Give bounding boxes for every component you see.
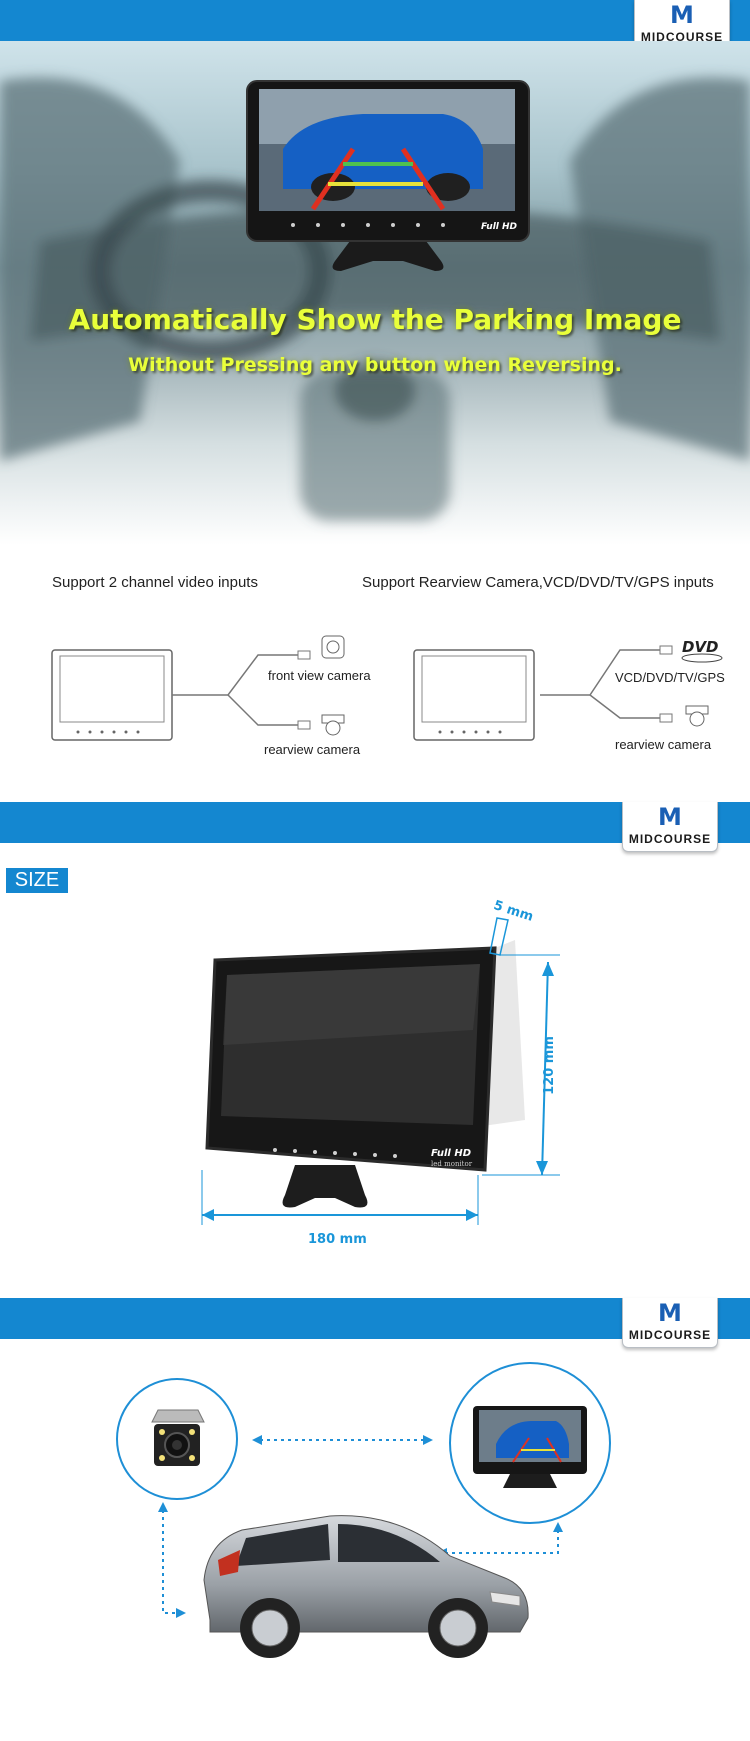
width-dimension: 180 mm bbox=[308, 1232, 367, 1247]
logo-letter: M bbox=[670, 1, 694, 29]
car-icon bbox=[203, 1515, 529, 1658]
dvd-icon: DVD bbox=[682, 638, 719, 656]
monitor-icon bbox=[473, 1406, 587, 1488]
right-input-title: Support Rearview Camera,VCD/DVD/TV/GPS i… bbox=[362, 574, 714, 591]
camera-icon bbox=[685, 705, 709, 727]
camera-icon bbox=[321, 714, 345, 736]
height-dimension: 120 mm bbox=[541, 1036, 557, 1095]
monitor-circle bbox=[449, 1362, 611, 1524]
arrow-icon bbox=[445, 1530, 559, 1554]
camera-circle bbox=[116, 1378, 238, 1500]
right-rear-camera-label: rearview camera bbox=[615, 737, 712, 752]
dvd-disc bbox=[681, 653, 723, 663]
monitor-icon bbox=[51, 649, 173, 741]
logo-letter: M bbox=[658, 1299, 682, 1327]
left-input-title: Support 2 channel video inputs bbox=[52, 574, 258, 591]
front-camera-label: front view camera bbox=[268, 668, 371, 683]
top-banner-bar bbox=[0, 0, 750, 41]
hero-section: Full HD Automatically Show the Parking I… bbox=[0, 41, 750, 545]
brand-logo[interactable]: M MIDCOURSE bbox=[622, 802, 718, 852]
logo-text: MIDCOURSE bbox=[628, 832, 712, 846]
left-wiring-diagram bbox=[51, 635, 345, 741]
size-badge-sub: led monitor bbox=[431, 1160, 473, 1168]
hero-headline: Automatically Show the Parking Image bbox=[68, 303, 682, 336]
camera-icon bbox=[321, 635, 345, 659]
monitor-icon: Full HD bbox=[246, 80, 530, 271]
arrow-icon bbox=[162, 1510, 178, 1614]
monitor-badge: Full HD bbox=[481, 222, 518, 232]
logo-text: MIDCOURSE bbox=[628, 1328, 712, 1342]
logo-letter: M bbox=[658, 803, 682, 831]
monitor-icon bbox=[413, 649, 535, 741]
brand-logo[interactable]: M MIDCOURSE bbox=[622, 1298, 718, 1348]
left-rear-camera-label: rearview camera bbox=[264, 742, 361, 757]
camera-icon bbox=[151, 1409, 205, 1466]
dashboard-background bbox=[0, 77, 750, 521]
size-tag: SIZE bbox=[6, 868, 68, 893]
logo-text: MIDCOURSE bbox=[640, 30, 724, 44]
dimension-lines bbox=[201, 917, 560, 1225]
dvd-label: VCD/DVD/TV/GPS bbox=[615, 670, 725, 685]
hero-subheadline: Without Pressing any button when Reversi… bbox=[128, 354, 622, 376]
right-wiring-diagram bbox=[413, 645, 723, 741]
connection-arrows bbox=[158, 1435, 563, 1618]
size-monitor: Full HD led monitor bbox=[205, 940, 525, 1208]
size-badge: Full HD bbox=[431, 1148, 471, 1159]
